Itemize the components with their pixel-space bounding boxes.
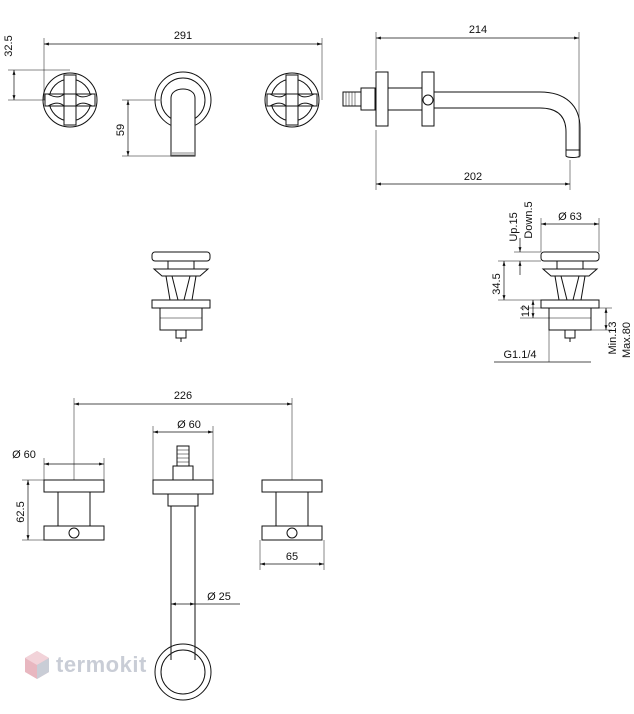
dim-label-65: 65 xyxy=(286,551,298,563)
right-handle-front xyxy=(261,479,323,541)
side-view: 214 202 xyxy=(342,24,581,190)
dim-label-226: 226 xyxy=(174,390,192,402)
spout-side-body xyxy=(342,71,581,158)
watermark: termokit xyxy=(24,650,147,680)
termokit-logo-icon xyxy=(25,651,49,679)
top-view: 291 32.5 59 xyxy=(3,30,323,157)
dim-label-down: Down.5 xyxy=(523,201,535,238)
dim-label-32-5: 32.5 xyxy=(3,35,15,56)
left-handle-front xyxy=(43,479,105,541)
dim-label-202: 202 xyxy=(464,171,482,183)
drain-view-left xyxy=(151,251,211,342)
dim-label-291: 291 xyxy=(174,30,192,42)
dim-label-up: Up.15 xyxy=(508,212,520,241)
dim-label-min: Min.13 xyxy=(607,321,619,354)
dim-label-34-5: 34.5 xyxy=(491,273,503,294)
dim-label-d25: Ø 25 xyxy=(207,591,231,603)
front-view: 226 Ø 60 Ø 60 62.5 xyxy=(12,390,325,701)
center-spout-front xyxy=(152,445,214,701)
watermark-text: termokit xyxy=(56,652,147,677)
left-cross-handle xyxy=(42,72,98,128)
dim-label-d60-left: Ø 60 xyxy=(12,449,36,461)
dim-label-max: Max.80 xyxy=(621,322,633,358)
dim-label-12: 12 xyxy=(520,305,532,317)
dim-label-59: 59 xyxy=(115,124,127,136)
center-spout-top xyxy=(154,71,212,157)
dim-label-thread: G1.1/4 xyxy=(503,349,536,361)
right-cross-handle xyxy=(264,72,320,128)
dim-label-62-5: 62.5 xyxy=(15,501,27,522)
dim-label-d63: Ø 63 xyxy=(558,211,582,223)
dim-label-d60-center: Ø 60 xyxy=(177,419,201,431)
drain-view-right: Ø 63 Up.15 Down.5 34.5 12 Min.13 Max.80 … xyxy=(491,201,633,363)
dim-label-214: 214 xyxy=(469,24,487,36)
